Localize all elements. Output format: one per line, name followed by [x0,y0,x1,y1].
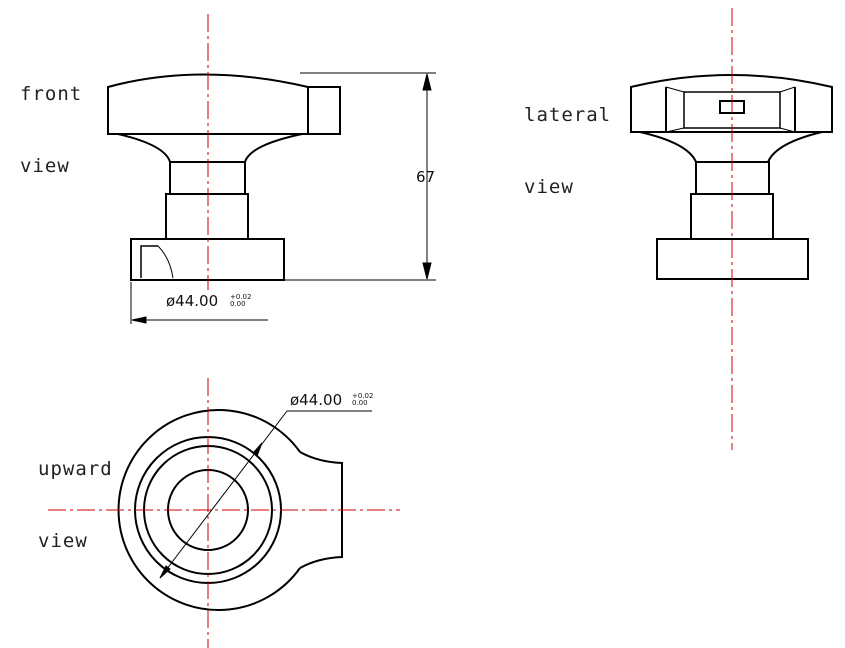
upward-diameter-text: ø44.00 [290,391,343,409]
front-diameter-text: ø44.00 [166,292,219,310]
front-base-arc [157,245,174,279]
front-shaft [165,193,249,240]
upward-tol-lower: 0.00 [352,399,368,407]
front-cap [107,73,341,135]
front-view [107,73,341,281]
upward-diameter-dimension [159,410,372,579]
front-diameter-dimension [130,282,268,324]
front-view-label-line2: view [20,155,70,177]
front-neck-curve [117,133,303,163]
upward-view-label-line1: upward [38,458,113,480]
upward-centerlines [48,378,400,648]
upward-diameter-tolerance: +0.02 0.00 [352,393,373,407]
front-diameter-tolerance: +0.02 0.00 [230,294,251,308]
front-base-detail [140,245,158,278]
lateral-view-label-line1: lateral [524,104,612,126]
lateral-view-label: lateral view [524,55,611,223]
lateral-view-label-line2: view [524,176,574,198]
front-tol-upper: +0.02 [230,293,252,301]
height-dimension [284,72,436,281]
upward-view-label: upward view [38,409,113,577]
height-dimension-text: 67 [416,168,436,186]
lateral-view [630,74,833,280]
upward-view-label-line2: view [38,530,88,552]
upward-tol-upper: +0.02 [352,392,374,400]
front-view-label-line1: front [20,83,83,105]
front-tol-lower: 0.00 [230,300,246,308]
lateral-neck-curve [639,131,823,163]
front-view-label: front view [20,34,82,202]
lateral-cap [630,74,833,133]
